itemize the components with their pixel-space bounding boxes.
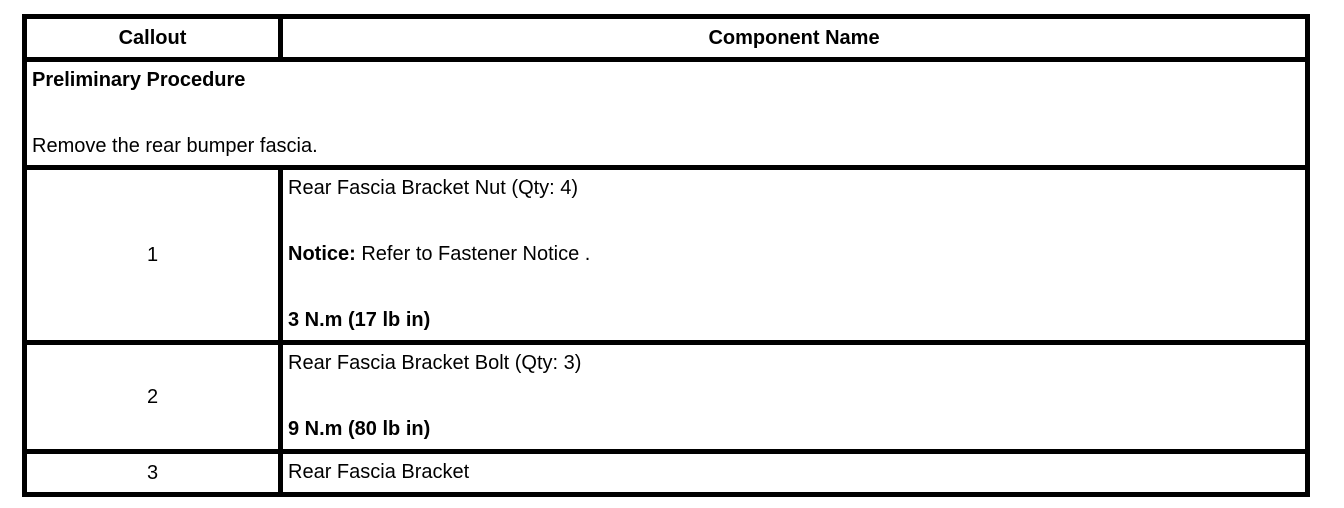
callout-number: 3 [22, 449, 283, 497]
component-table: Callout Component Name Preliminary Proce… [22, 14, 1310, 497]
notice-label: Notice: [288, 243, 356, 265]
callout-number: 1 [22, 165, 283, 345]
preliminary-procedure-row: Preliminary Procedure Remove the rear bu… [22, 57, 1310, 170]
column-header-callout: Callout [22, 14, 283, 62]
component-name: Rear Fascia Bracket Nut (Qty: 4) [288, 177, 579, 199]
table-row: 1 Rear Fascia Bracket Nut (Qty: 4) Notic… [22, 165, 1310, 345]
fastener-notice: Notice: Refer to Fastener Notice . [288, 238, 1300, 271]
component-name: Rear Fascia Bracket Bolt (Qty: 3) [288, 352, 582, 374]
torque-spec: 3 N.m (17 lb in) [288, 309, 431, 331]
component-cell: Rear Fascia Bracket Nut (Qty: 4) Notice:… [278, 165, 1310, 345]
callout-number: 2 [22, 340, 283, 454]
component-name: Rear Fascia Bracket [288, 461, 470, 483]
component-cell: Rear Fascia Bracket Bolt (Qty: 3) 9 N.m … [278, 340, 1310, 454]
preliminary-procedure-body: Remove the rear bumper fascia. [32, 135, 318, 157]
table-header-row: Callout Component Name [22, 14, 1310, 62]
torque-spec: 9 N.m (80 lb in) [288, 418, 431, 440]
preliminary-procedure-cell: Preliminary Procedure Remove the rear bu… [22, 57, 1310, 170]
preliminary-procedure-title: Preliminary Procedure [32, 69, 246, 91]
column-header-component-name: Component Name [278, 14, 1310, 62]
table-row: 2 Rear Fascia Bracket Bolt (Qty: 3) 9 N.… [22, 340, 1310, 454]
notice-text: Refer to Fastener Notice . [355, 243, 591, 265]
table-row: 3 Rear Fascia Bracket [22, 449, 1310, 497]
component-cell: Rear Fascia Bracket [278, 449, 1310, 497]
